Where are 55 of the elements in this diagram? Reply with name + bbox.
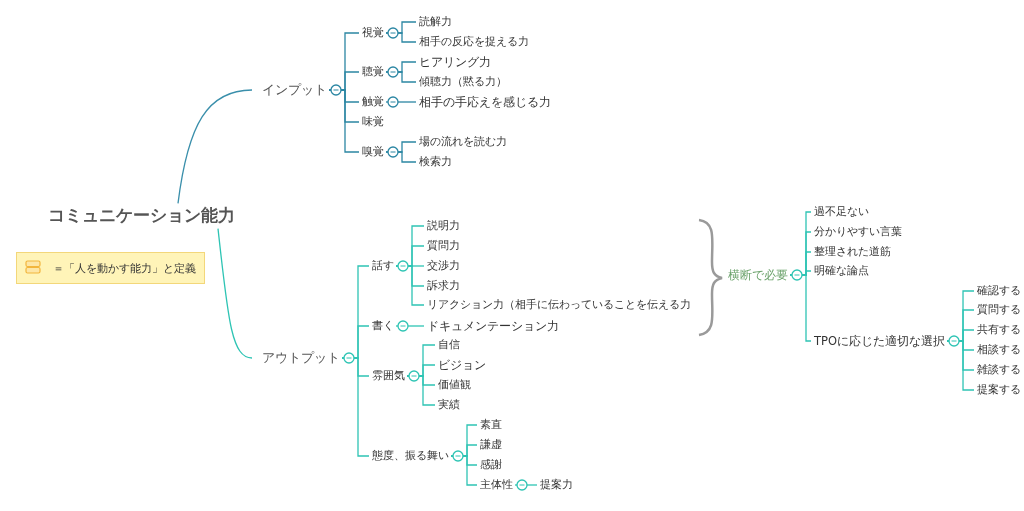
- bracket-connector: [385, 71, 417, 83]
- root-topic: コミュニケーション能力: [48, 205, 235, 227]
- subtopic: TPOに応じた適切な選択: [814, 333, 945, 349]
- note-box: ＝「人を動かす能力」と定義: [16, 252, 205, 284]
- subtopic: 雰囲気: [372, 369, 405, 383]
- subtopic: 主体性: [480, 478, 513, 492]
- subtopic: 提案力: [540, 478, 573, 492]
- subtopic: 相談する: [977, 343, 1021, 357]
- subtopic: 相手の手応えを感じる力: [419, 94, 551, 110]
- subtopic: 確認する: [977, 284, 1021, 298]
- subtopic: 話す: [372, 259, 394, 273]
- subtopic: 明確な論点: [814, 264, 869, 278]
- subtopic: 検索力: [419, 155, 452, 169]
- subtopic: ヒアリング力: [419, 54, 491, 70]
- subtopic: 素直: [480, 418, 502, 432]
- subtopic: 訴求力: [427, 279, 460, 293]
- subtopic: 実績: [438, 398, 460, 412]
- subtopic: 嗅覚: [362, 145, 384, 159]
- subtopic: 触覚: [362, 95, 384, 109]
- floating-topic: 横断で必要: [728, 267, 788, 283]
- subtopic: 自信: [438, 338, 460, 352]
- subtopic: 味覚: [362, 115, 384, 129]
- subtopic: 傾聴力（黙る力）: [419, 75, 507, 89]
- subtopic: 謙虚: [480, 438, 502, 452]
- subtopic: 質問する: [977, 303, 1021, 317]
- bracket-connector: [514, 484, 538, 486]
- bracket-connector: [385, 32, 417, 43]
- branch-topic: アウトプット: [262, 349, 340, 367]
- subtopic: リアクション力（相手に伝わっていることを伝える力: [427, 298, 691, 312]
- subtopic: 視覚: [362, 26, 384, 40]
- subtopic: 質問力: [427, 239, 460, 253]
- curved-connector: [217, 228, 253, 359]
- bracket-connector: [385, 151, 417, 163]
- subtopic: 相手の反応を捉える力: [419, 35, 529, 49]
- bracket-connector: [385, 101, 417, 103]
- subtopic: 読解力: [419, 15, 452, 29]
- subtopic: 提案する: [977, 383, 1021, 397]
- subtopic: 雑談する: [977, 363, 1021, 377]
- subtopic: 聴覚: [362, 65, 384, 79]
- subtopic: 場の流れを読む力: [419, 135, 507, 149]
- subtopic: 整理された道筋: [814, 245, 891, 259]
- subtopic: 感謝: [480, 458, 502, 472]
- subtopic: 説明力: [427, 219, 460, 233]
- curved-connector: [177, 89, 253, 205]
- subtopic: 書く: [372, 319, 394, 333]
- subtopic: ドキュメンテーション力: [427, 318, 559, 334]
- subtopic: 態度、振る舞い: [372, 449, 449, 463]
- subtopic: 分かりやすい言葉: [814, 225, 902, 239]
- branch-topic: インプット: [262, 81, 327, 99]
- subtopic: 交渉力: [427, 259, 460, 273]
- subtopic: ビジョン: [438, 357, 486, 373]
- subtopic: 過不足ない: [814, 205, 869, 219]
- subtopic: 共有する: [977, 323, 1021, 337]
- bracket-connector: [395, 325, 425, 327]
- subtopic: 価値観: [438, 378, 471, 392]
